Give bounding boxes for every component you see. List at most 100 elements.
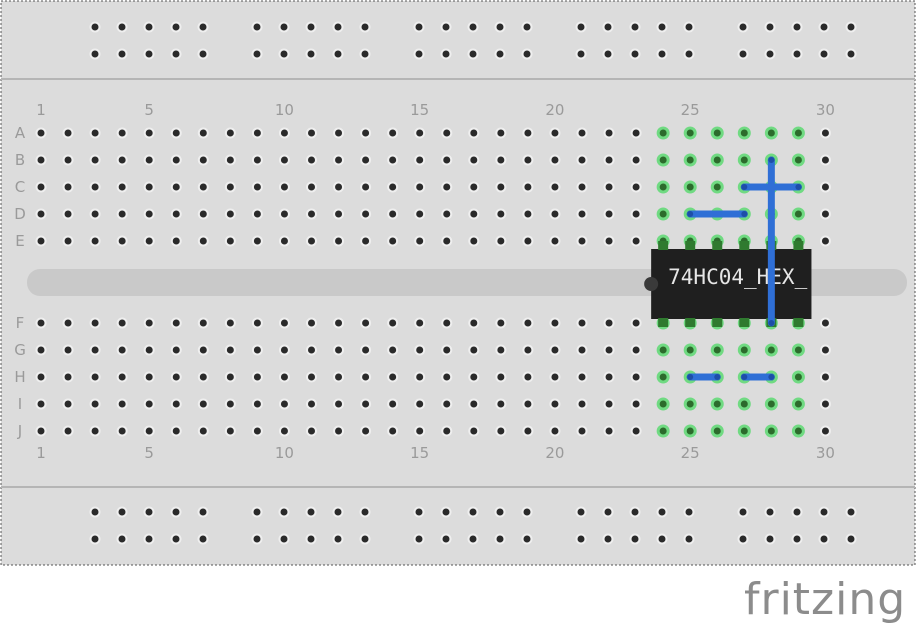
hole-E16 [443,237,451,245]
hole-J14 [389,427,397,435]
chip-pin-bottom [793,318,804,327]
bottom-rail-hole [334,508,342,516]
bottom-rail-hole [820,508,828,516]
top-rail-hole [496,50,504,58]
top-rail-hole [415,50,423,58]
bottom-rail-hole [469,535,477,543]
top-rail-hole [334,23,342,31]
hole-G6 [172,346,180,354]
bottom-rail-hole [442,535,450,543]
hole-J15 [416,427,424,435]
hole-D23 [632,210,640,218]
hole-I28 [767,400,775,408]
hole-F4 [118,319,126,327]
hole-E8 [226,237,234,245]
hole-H14 [389,373,397,381]
hole-I29 [794,400,802,408]
hole-H5 [145,373,153,381]
hole-C3 [91,183,99,191]
hole-D8 [226,210,234,218]
hole-E19 [524,237,532,245]
bottom-rail-hole [253,535,261,543]
bottom-rail-hole [118,508,126,516]
hole-D16 [443,210,451,218]
wire-c-end [741,184,748,190]
top-rail-hole [577,23,585,31]
bottom-rail-hole [658,508,666,516]
hole-B29 [794,156,802,164]
bottom-rail-hole [631,508,639,516]
bottom-rail-hole [577,535,585,543]
hole-I8 [226,400,234,408]
hole-H10 [280,373,288,381]
hole-D15 [416,210,424,218]
top-rail-hole [307,23,315,31]
hole-H9 [253,373,261,381]
hole-B16 [443,156,451,164]
hole-A5 [145,129,153,137]
hole-A11 [308,129,315,137]
hole-I16 [443,400,451,408]
top-rail-hole [172,50,180,58]
bottom-rail-hole [523,508,531,516]
hole-C18 [497,183,505,191]
row-label-C: C [15,178,25,196]
hole-C21 [578,183,586,191]
top-column-label-1: 1 [36,101,46,119]
hole-C9 [253,183,261,191]
top-rail-hole [523,23,531,31]
hole-F18 [497,319,505,327]
hole-A26 [713,129,721,137]
hole-I13 [362,400,370,408]
top-rail-hole [685,50,693,58]
hole-C7 [199,183,207,191]
hole-I5 [145,400,153,408]
hole-B13 [362,156,370,164]
hole-D21 [578,210,586,218]
hole-I2 [64,400,72,408]
hole-J26 [713,427,721,435]
hole-G24 [659,346,667,354]
top-rail-hole [442,50,450,58]
hole-C2 [64,183,72,191]
hole-G14 [389,346,397,354]
hole-H30 [821,373,829,381]
hole-B10 [280,156,288,164]
hole-B20 [551,156,559,164]
hole-A4 [118,129,126,137]
hole-C25 [686,183,694,191]
hole-I11 [308,400,315,408]
top-rail-hole [739,23,747,31]
hole-C30 [821,183,829,191]
row-label-G: G [14,341,26,359]
wire-d-end [687,211,694,217]
hole-A21 [578,129,586,137]
hole-I12 [335,400,343,408]
chip-pin-bottom [685,318,696,327]
chip-body[interactable] [651,249,812,319]
hole-A24 [659,129,667,137]
top-rail-hole [766,50,774,58]
chip-pin-top [793,241,804,250]
hole-J12 [335,427,343,435]
hole-H13 [362,373,370,381]
jumper-wires[interactable] [686,156,802,381]
top-rail-hole [847,23,855,31]
power-rails [89,21,857,545]
hole-H6 [172,373,180,381]
hole-D12 [335,210,343,218]
hole-A12 [335,129,343,137]
hole-G18 [497,346,505,354]
ic-chip[interactable]: 74HC04_HEX_ [644,241,812,327]
hole-B11 [308,156,315,164]
hole-J3 [91,427,99,435]
hole-I30 [821,400,829,408]
bottom-rail-hole [604,508,612,516]
top-rail-hole [334,50,342,58]
hole-A16 [443,129,451,137]
top-rail-hole [847,50,855,58]
top-column-label-30: 30 [816,101,835,119]
top-rail-hole [658,23,666,31]
bottom-rail-hole [631,535,639,543]
